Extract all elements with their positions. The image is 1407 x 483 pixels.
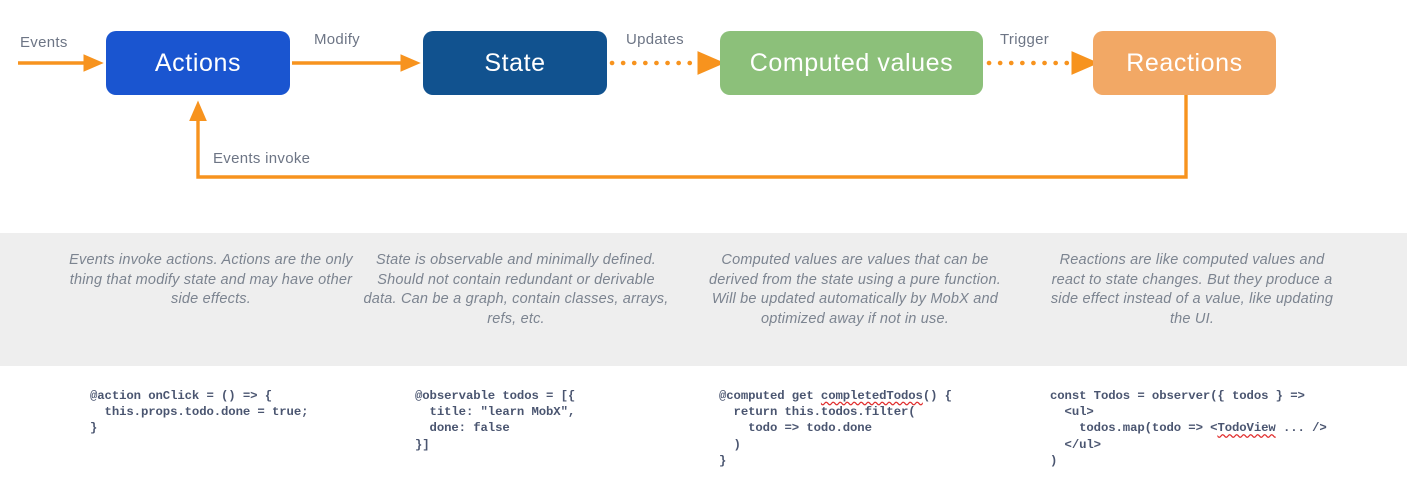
node-state[interactable]: State xyxy=(423,31,607,95)
edge-label-events: Events xyxy=(20,34,68,51)
code-sample-action: @action onClick = () => { this.props.tod… xyxy=(90,389,309,436)
node-actions[interactable]: Actions xyxy=(106,31,290,95)
edge-label-modify: Modify xyxy=(314,31,360,48)
description-state: State is observable and minimally define… xyxy=(363,252,669,327)
code-sample-observable: @observable todos = [{ title: "learn Mob… xyxy=(415,389,576,452)
node-state-label: State xyxy=(484,48,546,77)
edge-label-updates: Updates xyxy=(626,31,684,48)
description-band: Events invoke actions. Actions are the o… xyxy=(0,233,1407,366)
code-sample-observer: const Todos = observer({ todos } => <ul>… xyxy=(1050,389,1327,468)
description-actions: Events invoke actions. Actions are the o… xyxy=(69,252,353,307)
edge-label-events-invoke: Events invoke xyxy=(213,150,311,167)
description-computed-values: Computed values are values that can be d… xyxy=(709,252,1001,327)
code-sample-computed: @computed get completedTodos() { return … xyxy=(719,389,952,468)
description-reactions: Reactions are like computed values and r… xyxy=(1050,252,1334,327)
node-computed-values-label: Computed values xyxy=(749,48,954,77)
node-reactions-label: Reactions xyxy=(1126,48,1243,77)
edge-label-trigger: Trigger xyxy=(1000,31,1050,48)
node-computed-values[interactable]: Computed values xyxy=(720,31,983,95)
node-actions-label: Actions xyxy=(154,48,242,77)
edge-events-invoke-path xyxy=(189,95,1188,179)
node-reactions[interactable]: Reactions xyxy=(1093,31,1276,95)
flow-connectors xyxy=(18,51,1188,179)
